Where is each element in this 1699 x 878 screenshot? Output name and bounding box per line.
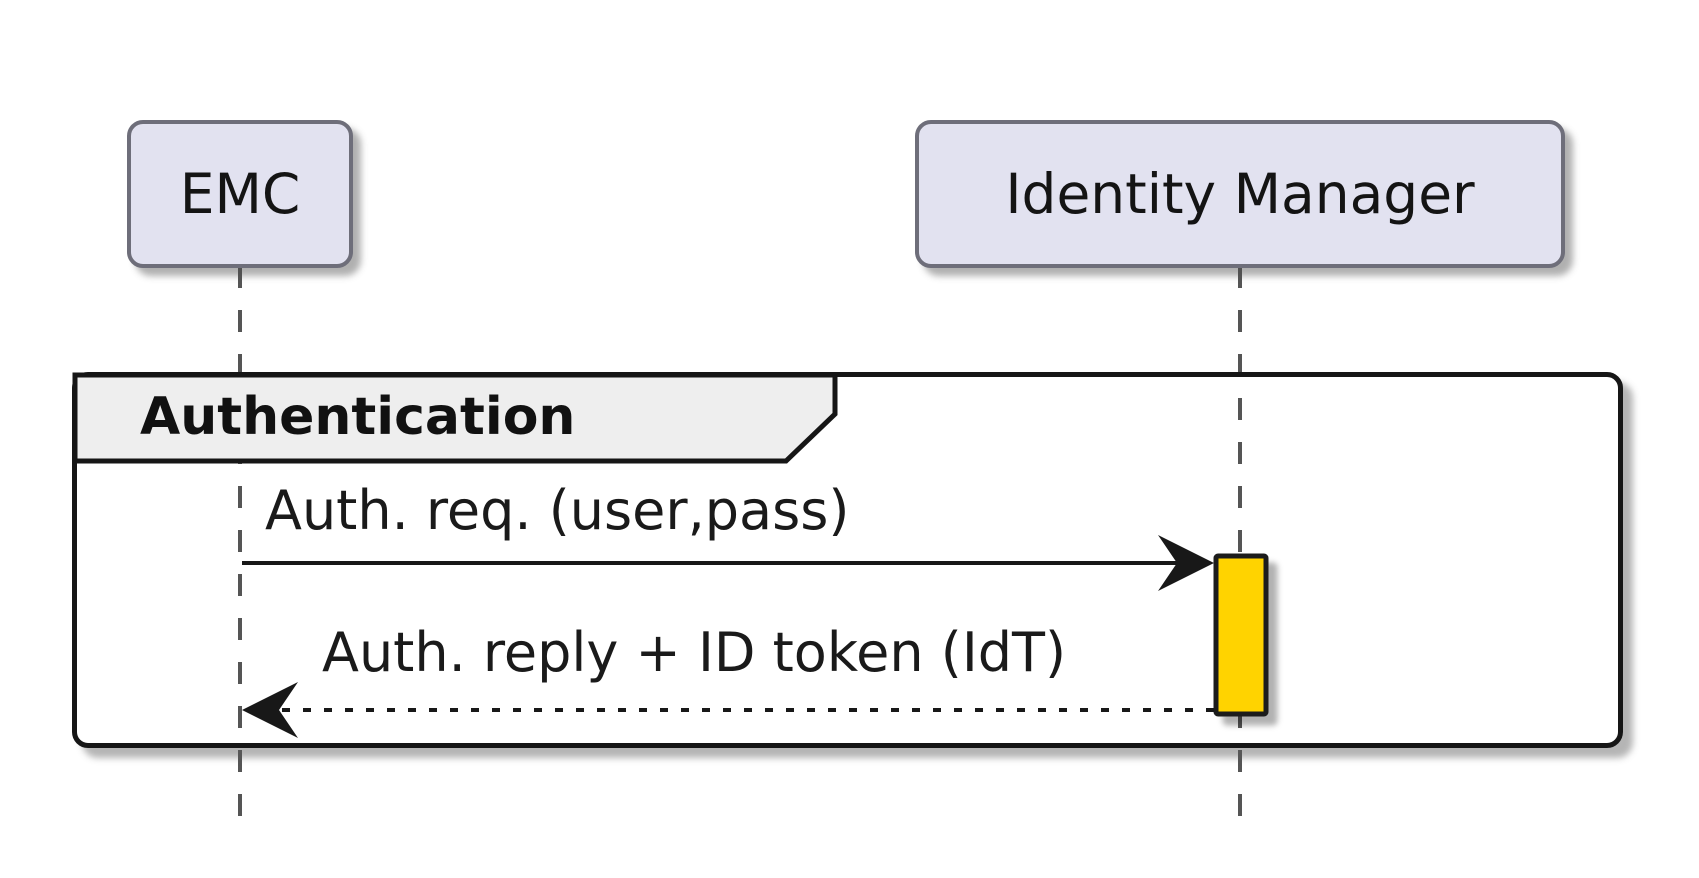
- frame-label-shape: [72, 372, 838, 464]
- message-label-2: Auth. reply + ID token (IdT): [322, 621, 1067, 684]
- participant-emc: EMC: [127, 120, 353, 268]
- arrowhead-right-icon: [1158, 535, 1214, 591]
- participant-identity-manager: Identity Manager: [915, 120, 1565, 268]
- frame-label-pentagon: [72, 372, 838, 464]
- message-label-1: Auth. req. (user,pass): [265, 479, 850, 542]
- participant-emc-label: EMC: [179, 162, 301, 226]
- arrowhead-left-icon: [242, 682, 298, 738]
- activation-bar: [1213, 553, 1269, 717]
- participant-identity-manager-label: Identity Manager: [1005, 162, 1475, 226]
- authentication-frame: [72, 372, 1623, 748]
- frame-label: Authentication: [140, 387, 576, 447]
